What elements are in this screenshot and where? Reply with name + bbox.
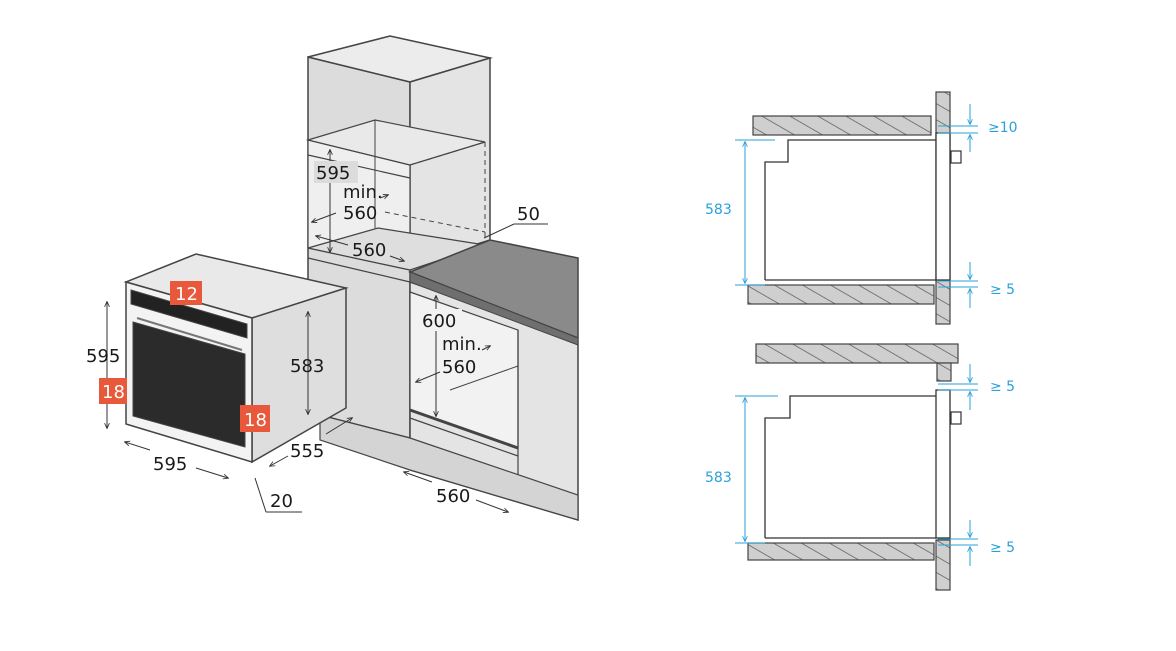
dim-oven-depth: 555 [290,441,324,462]
oven-door-glass [132,321,246,448]
section-top-lower-shelf [747,284,935,305]
dim-tall-depth: 560 [352,240,386,261]
section-top-upper-shelf [752,115,932,136]
dim-under-depth: 560 [436,486,470,507]
dim-tall-min-width: 560 [343,203,377,224]
section-bottom-gap-top: ≥ 5 [990,379,1015,395]
section-top-gap-bottom: ≥ 5 [990,282,1015,298]
dim-oven-width: 595 [153,454,187,475]
dim-oven-body-height: 583 [290,356,324,377]
dim-tall-min-label: min. [343,182,383,203]
dim-front-offset: 20 [270,491,293,512]
badge-top [170,281,202,305]
badge-right [240,405,270,432]
oven-illustration [123,253,349,464]
dim-under-min-label: min. [442,334,482,355]
section-bottom-lower-shelf [747,542,935,561]
iso-dimensions: 595 595 555 583 20 595 min. 560 560 50 [86,150,548,512]
section-bottom-height: 583 [705,470,732,486]
dim-under-min-width: 560 [442,357,476,378]
badge-top-value: 12 [175,284,198,305]
dim-tall-opening-height: 595 [316,163,350,184]
dim-under-opening-height: 600 [422,311,456,332]
oven-control-panel [130,289,248,339]
cabinet-illustration [305,35,579,522]
badge-left-value: 18 [102,382,125,403]
section-bottom-gap-bottom: ≥ 5 [990,540,1015,556]
badge-right-value: 18 [244,410,267,431]
section-bottom-upper-shelf [755,343,959,364]
dim-top-gap: 50 [517,204,540,225]
section-top-gap-top: ≥10 [988,120,1018,136]
section-bottom: 583 ≥ 5 ≥ 5 [705,343,1015,591]
section-top: 583 ≥10 ≥ 5 [705,91,1018,325]
dim-oven-height: 595 [86,346,120,367]
section-top-height: 583 [705,202,732,218]
badge-left [99,378,127,404]
